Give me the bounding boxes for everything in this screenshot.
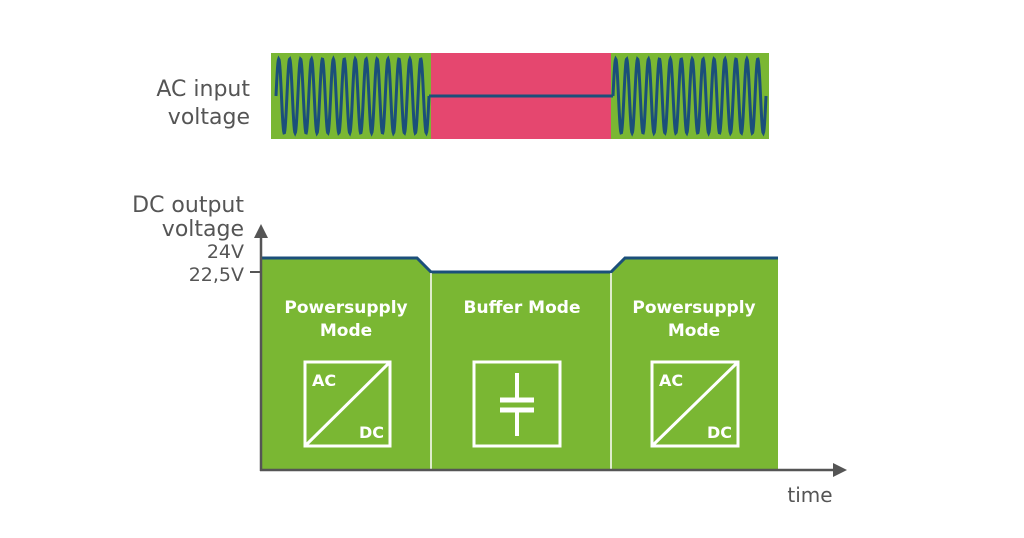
level-22-5v-label: 22,5V: [189, 264, 244, 286]
y-axis-arrow-icon: [254, 224, 268, 238]
icon-dc-label: DC: [359, 423, 384, 442]
mode-title-line1: Powersupply: [632, 298, 755, 318]
mode-buffer: Buffer Mode: [464, 298, 581, 448]
level-24v-label: 24V: [207, 241, 244, 263]
ac-dc-converter-icon: AC DC: [303, 360, 392, 448]
mode-title-line2: Mode: [320, 321, 372, 341]
ac-dc-converter-icon: AC DC: [650, 360, 740, 448]
ac-sine-wave-left: [274, 55, 431, 137]
capacitor-icon: [472, 360, 562, 448]
mode-title-line1: Powersupply: [284, 298, 407, 318]
ac-sine-wave-right: [611, 55, 768, 137]
dc-output-panel: DC output voltage 24V 22,5V time Powersu…: [132, 193, 847, 507]
x-axis-arrow-icon: [833, 463, 847, 477]
ac-label-line2: voltage: [168, 105, 250, 130]
dc-voltage-curve: [261, 256, 778, 274]
icon-dc-label: DC: [707, 423, 732, 442]
time-axis-label: time: [787, 483, 832, 507]
dc-label-line2: voltage: [162, 217, 244, 242]
mode-title-line2: Mode: [668, 321, 720, 341]
dc-output-area: [261, 258, 778, 470]
mode-powersupply-right: Powersupply Mode AC DC: [632, 298, 756, 448]
icon-ac-label: AC: [312, 371, 336, 390]
ac-label-line1: AC input: [156, 77, 250, 102]
mode-title-line1: Buffer Mode: [464, 298, 581, 318]
mode-powersupply-left: Powersupply Mode AC DC: [284, 298, 408, 448]
dc-label-line1: DC output: [132, 193, 244, 218]
icon-ac-label: AC: [659, 371, 683, 390]
ac-input-panel: AC input voltage: [156, 53, 769, 139]
